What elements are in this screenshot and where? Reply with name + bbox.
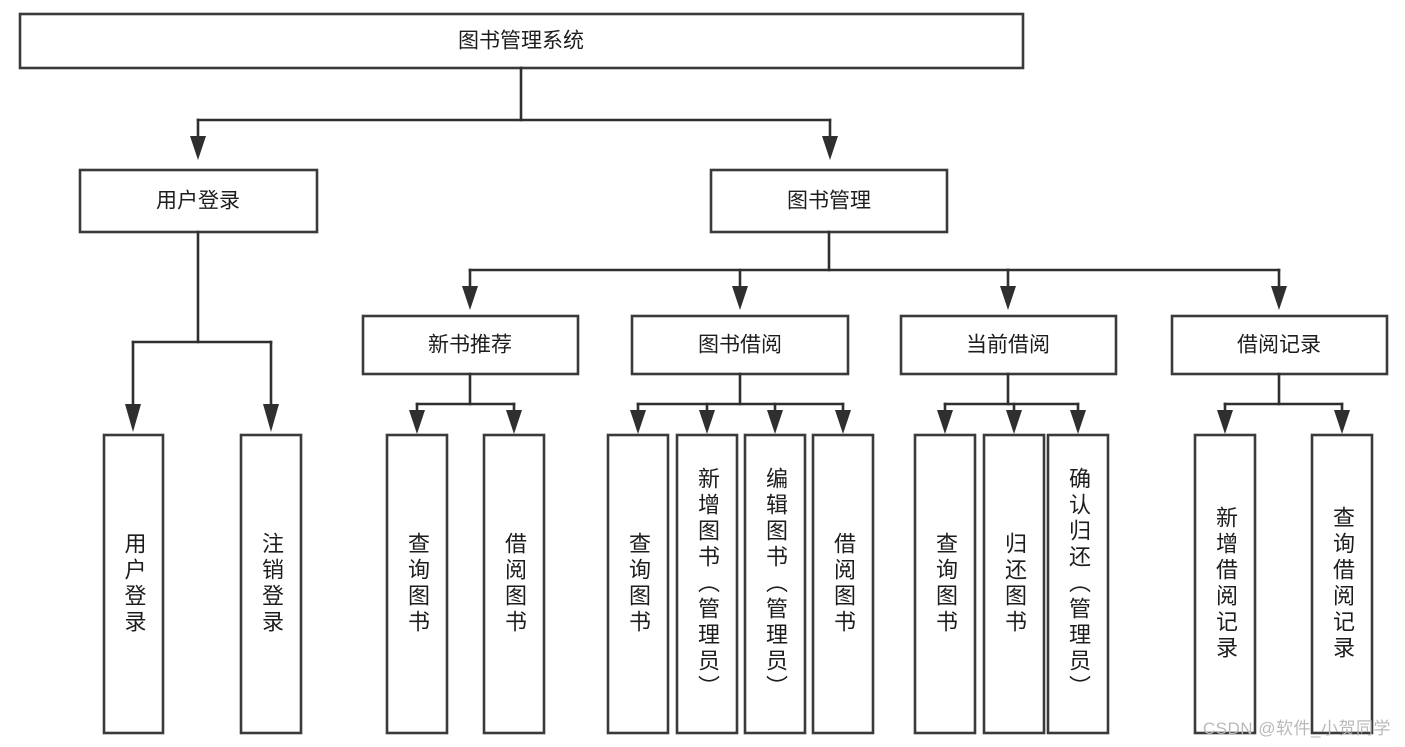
arrow-head-leaf-return-book <box>1006 410 1022 434</box>
node-box-leaf-logout-login[interactable] <box>239 433 303 735</box>
leaf-label-return-book: 归还图书 <box>1002 532 1027 636</box>
leaf-label-add-book-admin: 新增图书（管理员） <box>695 467 720 701</box>
node-box-leaf-borrow-book-2[interactable] <box>811 433 875 735</box>
node-label-current-borrow: 当前借阅 <box>966 334 1050 357</box>
node-box-leaf-add-book-admin[interactable] <box>675 433 739 735</box>
node-box-leaf-confirm-return-admin[interactable] <box>1046 433 1110 735</box>
arrow-head-leaf-query-borrow-record <box>1334 410 1350 434</box>
node-box-book-borrow[interactable] <box>630 314 850 376</box>
leaf-label-logout-login: 注销登录 <box>259 532 284 636</box>
arrow-head-leaf-add-book-admin <box>699 410 715 434</box>
node-label-book-management: 图书管理 <box>787 190 871 213</box>
leaf-label-query-book-2: 查询图书 <box>626 532 651 636</box>
leaf-node-logout-login[interactable]: 注销登录 <box>241 435 301 733</box>
node-label-borrow-record: 借阅记录 <box>1237 334 1321 357</box>
arrow-head-leaf-query-book-1 <box>409 410 425 434</box>
leaf-node-query-book-3[interactable]: 查询图书 <box>915 435 975 733</box>
node-box-leaf-return-book[interactable] <box>982 433 1046 735</box>
arrow-head-leaf-add-borrow-record <box>1217 410 1233 434</box>
leaf-node-edit-book-admin[interactable]: 编辑图书（管理员） <box>745 435 805 733</box>
leaf-label-confirm-return-admin: 确认归还（管理员） <box>1066 467 1091 701</box>
node-box-leaf-query-borrow-record[interactable] <box>1310 433 1374 735</box>
arrow-head-book-management <box>822 136 838 160</box>
node-box-leaf-add-borrow-record[interactable] <box>1193 433 1257 735</box>
leaf-node-query-book-2[interactable]: 查询图书 <box>608 435 668 733</box>
leaf-label-borrow-book-2: 借阅图书 <box>831 532 856 636</box>
arrow-head-leaf-borrow-book-1 <box>506 410 522 434</box>
node-label-root: 图书管理系统 <box>458 30 584 53</box>
leaf-label-query-book-3: 查询图书 <box>933 532 958 636</box>
node-box-leaf-edit-book-admin[interactable] <box>743 433 807 735</box>
arrow-head-current-borrow <box>1000 286 1016 310</box>
node-box-leaf-user-login[interactable] <box>102 433 165 735</box>
node-box-user-login[interactable] <box>78 168 319 234</box>
node-box-new-book-recommend[interactable] <box>361 314 580 376</box>
arrow-head-leaf-confirm-return-admin <box>1070 410 1086 434</box>
leaf-label-query-borrow-record: 查询借阅记录 <box>1330 506 1355 662</box>
leaf-node-return-book[interactable]: 归还图书 <box>984 435 1044 733</box>
leaf-node-user-login[interactable]: 用户登录 <box>104 435 163 733</box>
arrow-head-leaf-query-book-2 <box>630 410 646 434</box>
leaf-label-borrow-book-1: 借阅图书 <box>502 532 527 636</box>
watermark-text: CSDN @软件_小贺同学 <box>1202 719 1391 738</box>
leaf-node-confirm-return-admin[interactable]: 确认归还（管理员） <box>1048 435 1108 733</box>
arrow-head-leaf-user-login <box>125 404 141 432</box>
node-box-root[interactable] <box>18 12 1025 70</box>
leaf-node-query-borrow-record[interactable]: 查询借阅记录 <box>1312 435 1372 733</box>
leaf-label-add-borrow-record: 新增借阅记录 <box>1213 506 1238 662</box>
node-box-leaf-borrow-book-1[interactable] <box>482 433 546 735</box>
leaf-label-edit-book-admin: 编辑图书（管理员） <box>763 467 788 701</box>
node-label-user-login: 用户登录 <box>156 190 240 213</box>
node-box-leaf-query-book-3[interactable] <box>913 433 977 735</box>
leaf-node-add-book-admin[interactable]: 新增图书（管理员） <box>677 435 737 733</box>
leaf-node-borrow-book-1[interactable]: 借阅图书 <box>484 435 544 733</box>
leaf-label-query-book-1: 查询图书 <box>405 532 430 636</box>
leaf-node-add-borrow-record[interactable]: 新增借阅记录 <box>1195 435 1255 733</box>
arrow-head-leaf-borrow-book-2 <box>835 410 851 434</box>
arrow-head-leaf-edit-book-admin <box>767 410 783 434</box>
arrow-head-borrow-record <box>1271 286 1287 310</box>
leaf-node-query-book-1[interactable]: 查询图书 <box>387 435 447 733</box>
arrow-head-leaf-query-book-3 <box>937 410 953 434</box>
leaf-label-user-login: 用户登录 <box>121 532 147 636</box>
node-box-book-management[interactable] <box>709 168 949 234</box>
node-label-book-borrow: 图书借阅 <box>698 334 782 357</box>
node-box-leaf-query-book-2[interactable] <box>606 433 670 735</box>
node-box-leaf-query-book-1[interactable] <box>385 433 449 735</box>
leaf-node-borrow-book-2[interactable]: 借阅图书 <box>813 435 873 733</box>
node-label-new-book-recommend: 新书推荐 <box>428 334 512 357</box>
arrow-head-book-borrow <box>732 286 748 310</box>
arrow-head-leaf-logout-login <box>263 404 279 432</box>
arrow-head-new-book-recommend <box>462 286 478 310</box>
arrow-head-user-login <box>190 136 206 160</box>
node-box-current-borrow[interactable] <box>899 314 1118 376</box>
